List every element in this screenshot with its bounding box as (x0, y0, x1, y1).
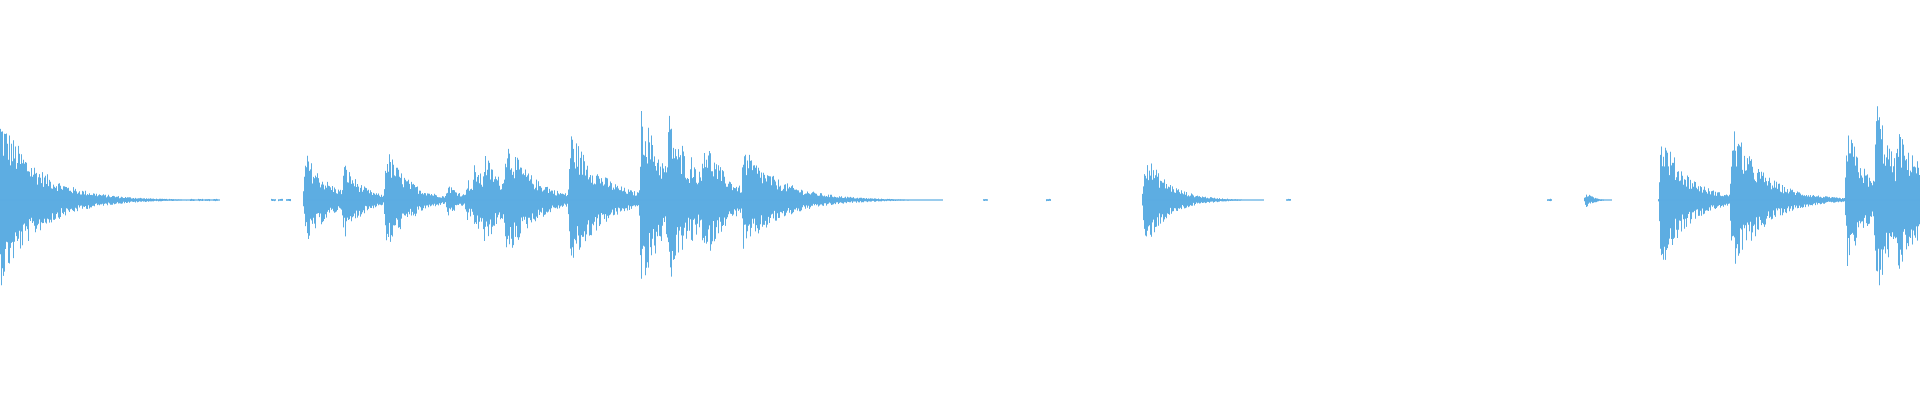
waveform-path (0, 106, 1920, 286)
waveform-samples (0, 106, 1920, 286)
